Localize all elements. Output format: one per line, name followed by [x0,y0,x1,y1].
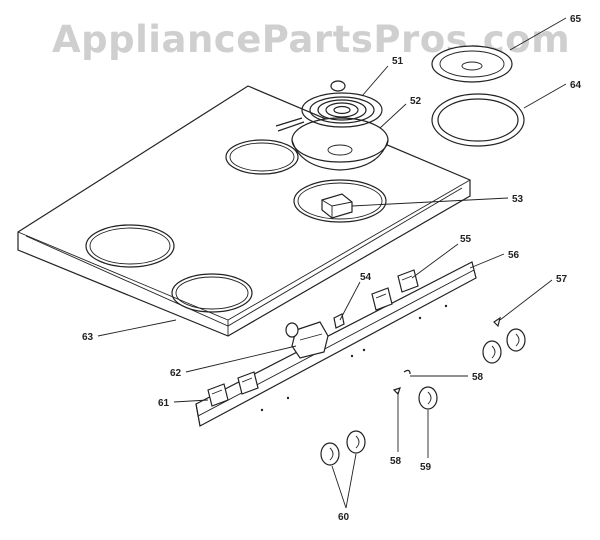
surface-element-coil [275,80,383,132]
element-receptacle [321,193,353,219]
drip-bowl [291,117,389,171]
infinite-switches [207,269,419,407]
callout-61: 61 [158,398,170,409]
burner-openings [85,139,387,313]
oven-thermostat [285,321,329,359]
control-knobs [320,328,526,466]
callout-54: 54 [360,272,372,283]
callout-52: 52 [410,96,422,107]
trim-ring [431,93,525,147]
callout-55: 55 [460,234,472,245]
callout-59: 59 [420,462,432,473]
callout-labels: 51 52 53 54 55 56 57 58 58 59 60 61 62 6… [82,14,582,523]
callout-63: 63 [82,332,94,343]
callout-53: 53 [512,194,524,205]
control-panel [195,261,477,427]
drip-pan [431,45,513,83]
leader-lines [97,17,567,509]
callout-57: 57 [556,274,568,285]
callout-56: 56 [508,250,520,261]
callout-58-right: 58 [472,372,484,383]
callout-64: 64 [570,80,582,91]
callout-60: 60 [338,512,350,523]
knob-clips [392,316,501,396]
callout-65: 65 [570,14,582,25]
callout-58-bottom: 58 [390,456,402,467]
callout-51: 51 [392,56,404,67]
callout-62: 62 [170,368,182,379]
